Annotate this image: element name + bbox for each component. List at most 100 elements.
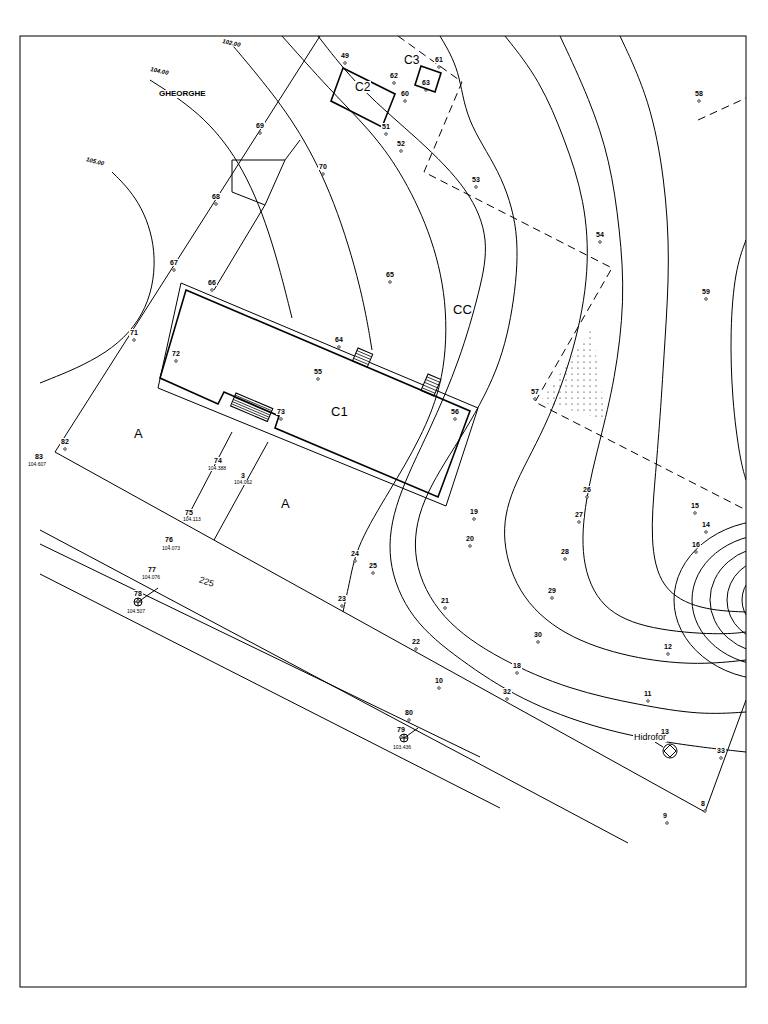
- point-number: 60: [400, 90, 410, 97]
- survey-point: [694, 512, 697, 515]
- sheet-frame: [20, 36, 746, 987]
- contour-line: [415, 36, 746, 713]
- survey-point: [537, 641, 540, 644]
- point-number: 57: [530, 388, 540, 395]
- map-label: A: [280, 497, 291, 510]
- stairs-symbol: [421, 374, 441, 396]
- contour-ring: [727, 558, 746, 642]
- survey-point: [705, 298, 708, 301]
- contour-line: [731, 240, 746, 480]
- point-number: 67: [169, 259, 179, 266]
- map-label: 102.00: [221, 38, 242, 48]
- point-number: 32: [502, 688, 512, 695]
- elevation-value: 104.507: [126, 609, 146, 614]
- boundary-line: [214, 205, 265, 290]
- point-number: 10: [434, 677, 444, 684]
- survey-point: [564, 558, 567, 561]
- survey-point: [408, 719, 411, 722]
- point-number: 61: [434, 56, 444, 63]
- survey-point: [338, 346, 341, 349]
- point-number: 51: [381, 123, 391, 130]
- survey-point: [344, 62, 347, 65]
- survey-point: [475, 186, 478, 189]
- survey-point: [415, 648, 418, 651]
- survey-station: [134, 588, 158, 606]
- point-number: 56: [450, 408, 460, 415]
- survey-point: [705, 531, 708, 534]
- point-number: 16: [691, 541, 701, 548]
- point-number: 14: [701, 521, 711, 528]
- point-number: 82: [60, 438, 70, 445]
- contour-ring: [692, 534, 746, 666]
- point-number: 28: [560, 548, 570, 555]
- survey-point: [400, 736, 403, 739]
- survey-point: [438, 66, 441, 69]
- elevation-value: 104.113: [182, 517, 202, 522]
- survey-point: [133, 339, 136, 342]
- stairs-symbol: [353, 348, 373, 367]
- survey-point: [341, 605, 344, 608]
- building-wall: [331, 68, 395, 127]
- survey-point: [454, 418, 457, 421]
- survey-point: [444, 607, 447, 610]
- elevation-value: 103.436: [392, 745, 412, 750]
- survey-point: [317, 378, 320, 381]
- building-wall: [160, 290, 470, 497]
- boundary-line: [40, 544, 480, 757]
- survey-point: [372, 572, 375, 575]
- boundary-line: [158, 283, 478, 506]
- survey-point: [259, 132, 262, 135]
- point-number: 55: [313, 368, 323, 375]
- point-number: 71: [129, 329, 139, 336]
- point-number: 22: [411, 638, 421, 645]
- point-number: 21: [440, 597, 450, 604]
- map-label: A: [133, 427, 144, 440]
- survey-point: [586, 496, 589, 499]
- survey-point: [534, 398, 537, 401]
- point-number: 74: [213, 457, 223, 464]
- building-code: C3: [403, 54, 420, 66]
- point-number: 58: [694, 90, 704, 97]
- point-number: 72: [171, 350, 181, 357]
- contour-line: [620, 36, 746, 612]
- boundary-line: [40, 530, 628, 843]
- survey-point: [137, 600, 140, 603]
- point-number: 75: [184, 509, 194, 516]
- point-number: 65: [385, 271, 395, 278]
- survey-point: [438, 687, 441, 690]
- survey-point: [280, 418, 283, 421]
- survey-point: [389, 281, 392, 284]
- elevation-value: 104.076: [141, 575, 161, 580]
- boundary-line: [214, 442, 268, 540]
- contour-ring: [742, 570, 746, 630]
- building-shape: [328, 64, 398, 132]
- point-number: 8: [700, 800, 706, 807]
- hatched-area: [540, 328, 606, 420]
- contour-line: [282, 36, 446, 612]
- survey-point: [695, 551, 698, 554]
- survey-point: [516, 672, 519, 675]
- boundary-line: [187, 432, 232, 518]
- dashed-boundary: [698, 98, 746, 120]
- map-label: 105.00: [85, 156, 106, 167]
- survey-point: [211, 289, 214, 292]
- point-number: 62: [389, 72, 399, 79]
- building-outline: C2: [328, 64, 398, 132]
- hydrophore-symbol: [655, 742, 677, 758]
- contour-line: [228, 40, 372, 350]
- survey-point: [704, 810, 707, 813]
- point-number: 69: [255, 122, 265, 129]
- survey-point: [215, 203, 218, 206]
- survey-point: [322, 173, 325, 176]
- point-number: 68: [211, 193, 221, 200]
- point-number: 54: [595, 231, 605, 238]
- point-number: 23: [337, 595, 347, 602]
- point-number: 78: [133, 590, 143, 597]
- survey-point: [393, 82, 396, 85]
- map-label: CC: [452, 303, 473, 316]
- point-number: 79: [396, 726, 406, 733]
- point-number: 53: [471, 176, 481, 183]
- survey-point: [175, 360, 178, 363]
